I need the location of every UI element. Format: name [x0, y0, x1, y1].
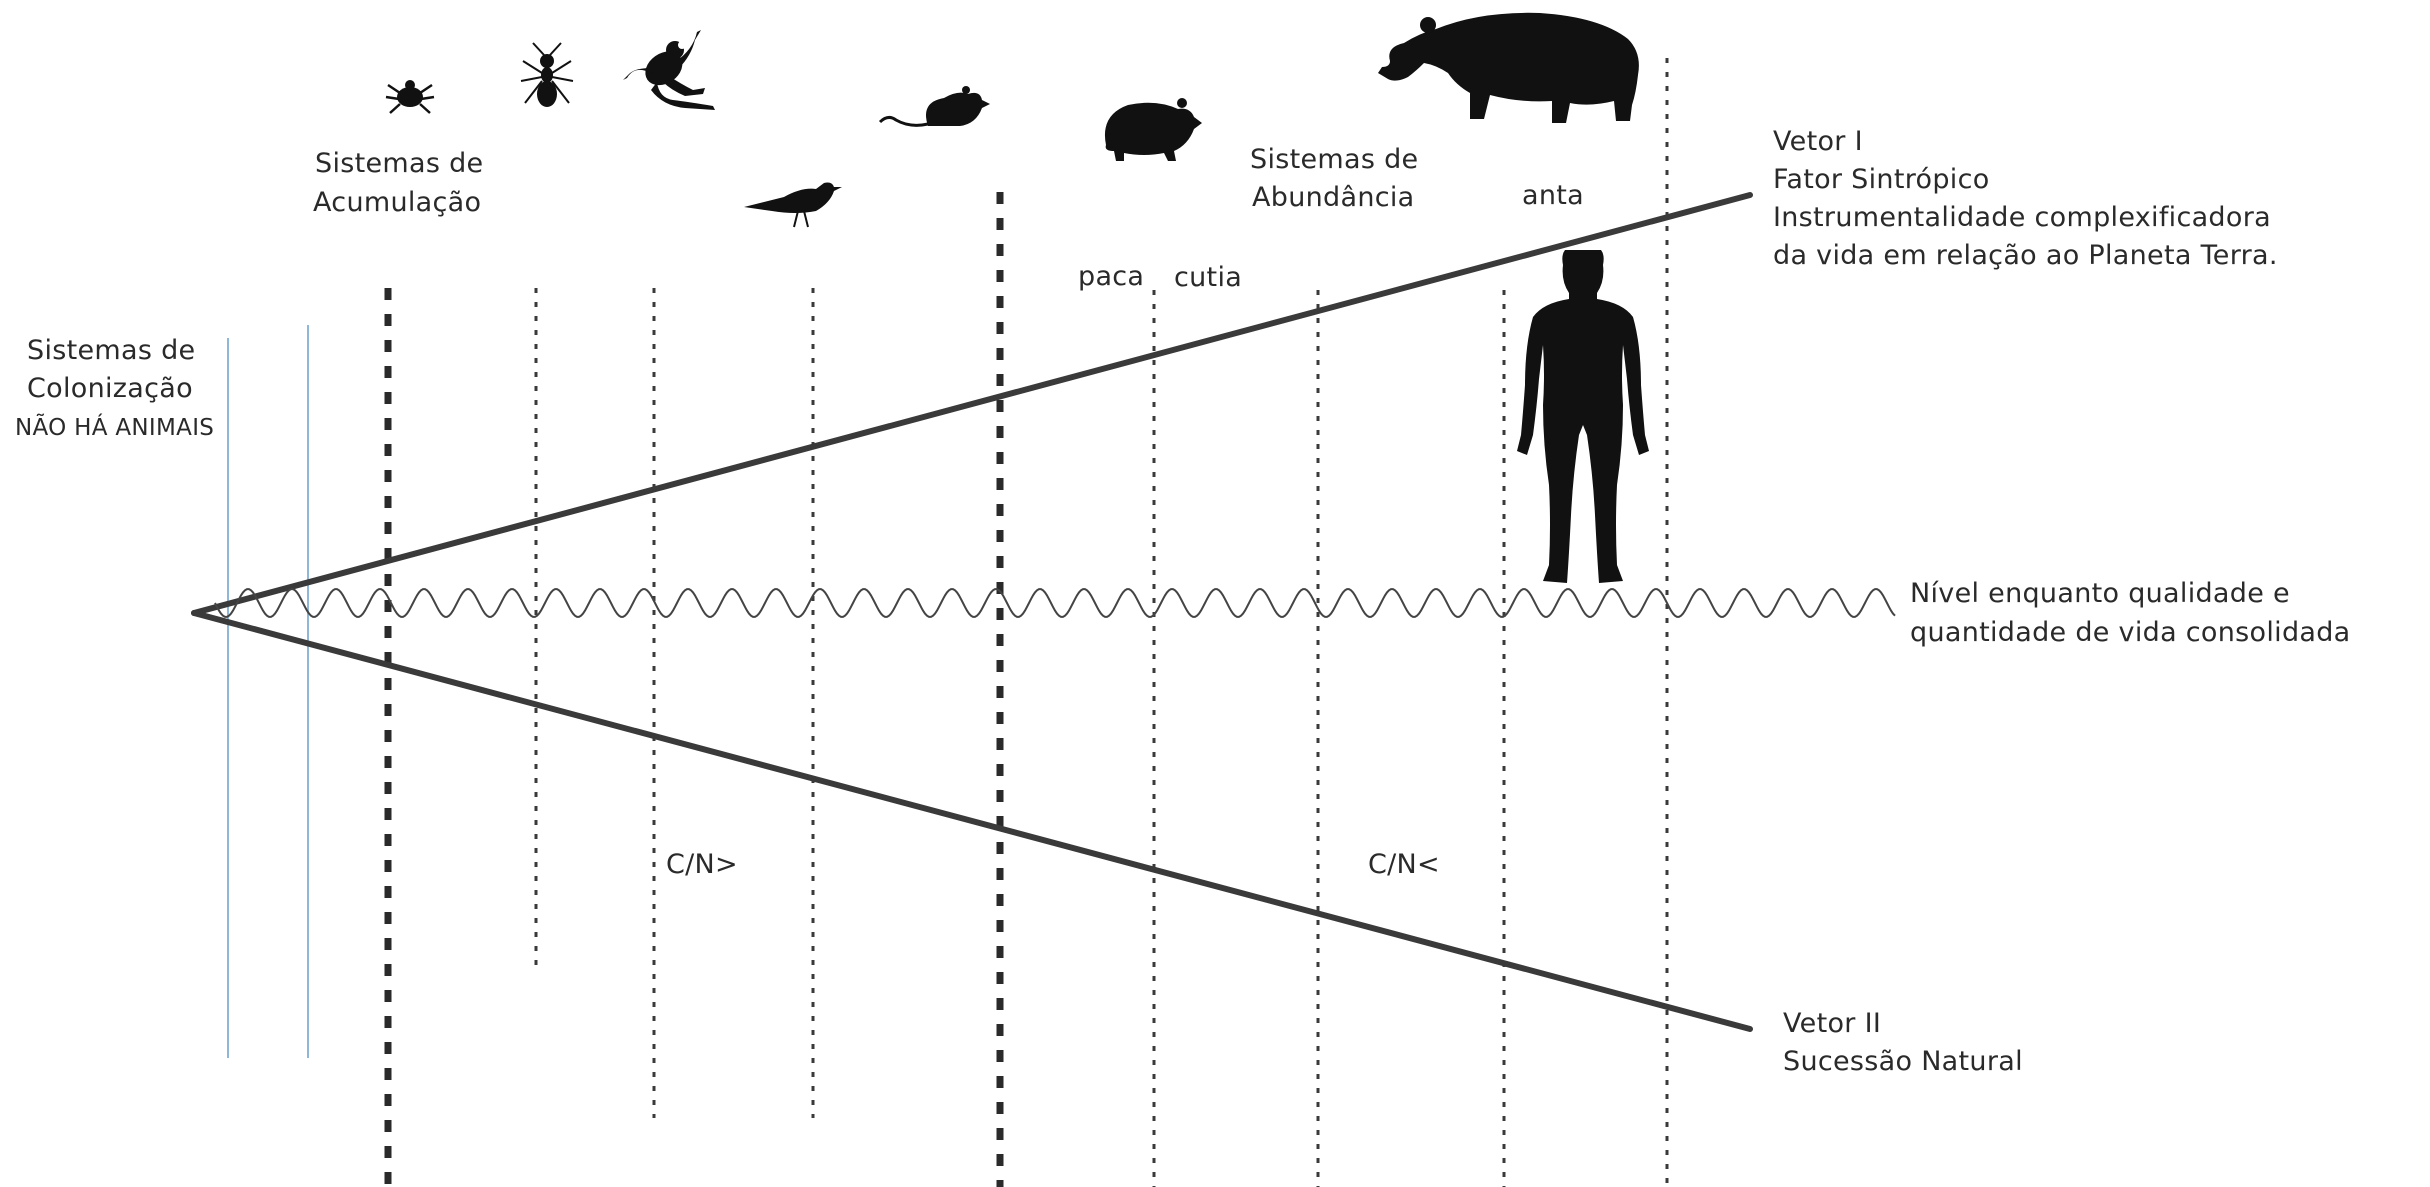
colonizacao-label-line2: Colonização: [27, 370, 193, 408]
paca-label: paca: [1078, 258, 1144, 296]
vetor-2-line: [194, 613, 1750, 1029]
paca-icon: [1105, 98, 1202, 161]
vetor1-label-line1: Vetor I: [1773, 123, 1863, 161]
cn-greater-label: C/N>: [666, 846, 738, 884]
nivel-label-line2: quantidade de vida consolidada: [1910, 614, 2351, 652]
rat-icon: [880, 86, 990, 126]
vetor2-label-line2: Sucessão Natural: [1783, 1043, 2023, 1081]
tick-icon: [386, 80, 434, 113]
human-icon: [1517, 250, 1649, 583]
vetor-1-line: [194, 195, 1750, 613]
acumulacao-label-line1: Sistemas de: [315, 145, 483, 183]
nivel-label-line1: Nível enquanto qualidade e: [1910, 575, 2290, 613]
colonizacao-label-line3: NÃO HÁ ANIMAIS: [15, 412, 214, 444]
cn-less-label: C/N<: [1368, 846, 1440, 884]
bird-icon: [744, 183, 842, 228]
vetor1-label-line3: Instrumentalidade complexificadora: [1773, 199, 2271, 237]
acumulacao-label-line2: Acumulação: [313, 184, 481, 222]
anta-label: anta: [1522, 177, 1584, 215]
nivel-wave-line: [215, 589, 1895, 617]
vetor1-label-line4: da vida em relação ao Planeta Terra.: [1773, 237, 2278, 275]
vetor2-label-line1: Vetor II: [1783, 1005, 1881, 1043]
frog-icon: [623, 30, 715, 110]
tapir-icon: [1378, 13, 1639, 123]
vetor1-label-line2: Fator Sintrópico: [1773, 161, 1990, 199]
colonizacao-label-line1: Sistemas de: [27, 332, 195, 370]
cutia-label: cutia: [1174, 259, 1242, 297]
ant-icon: [521, 43, 573, 107]
abundancia-label-line1: Sistemas de: [1250, 141, 1418, 179]
abundancia-label-line2: Abundância: [1252, 179, 1415, 217]
